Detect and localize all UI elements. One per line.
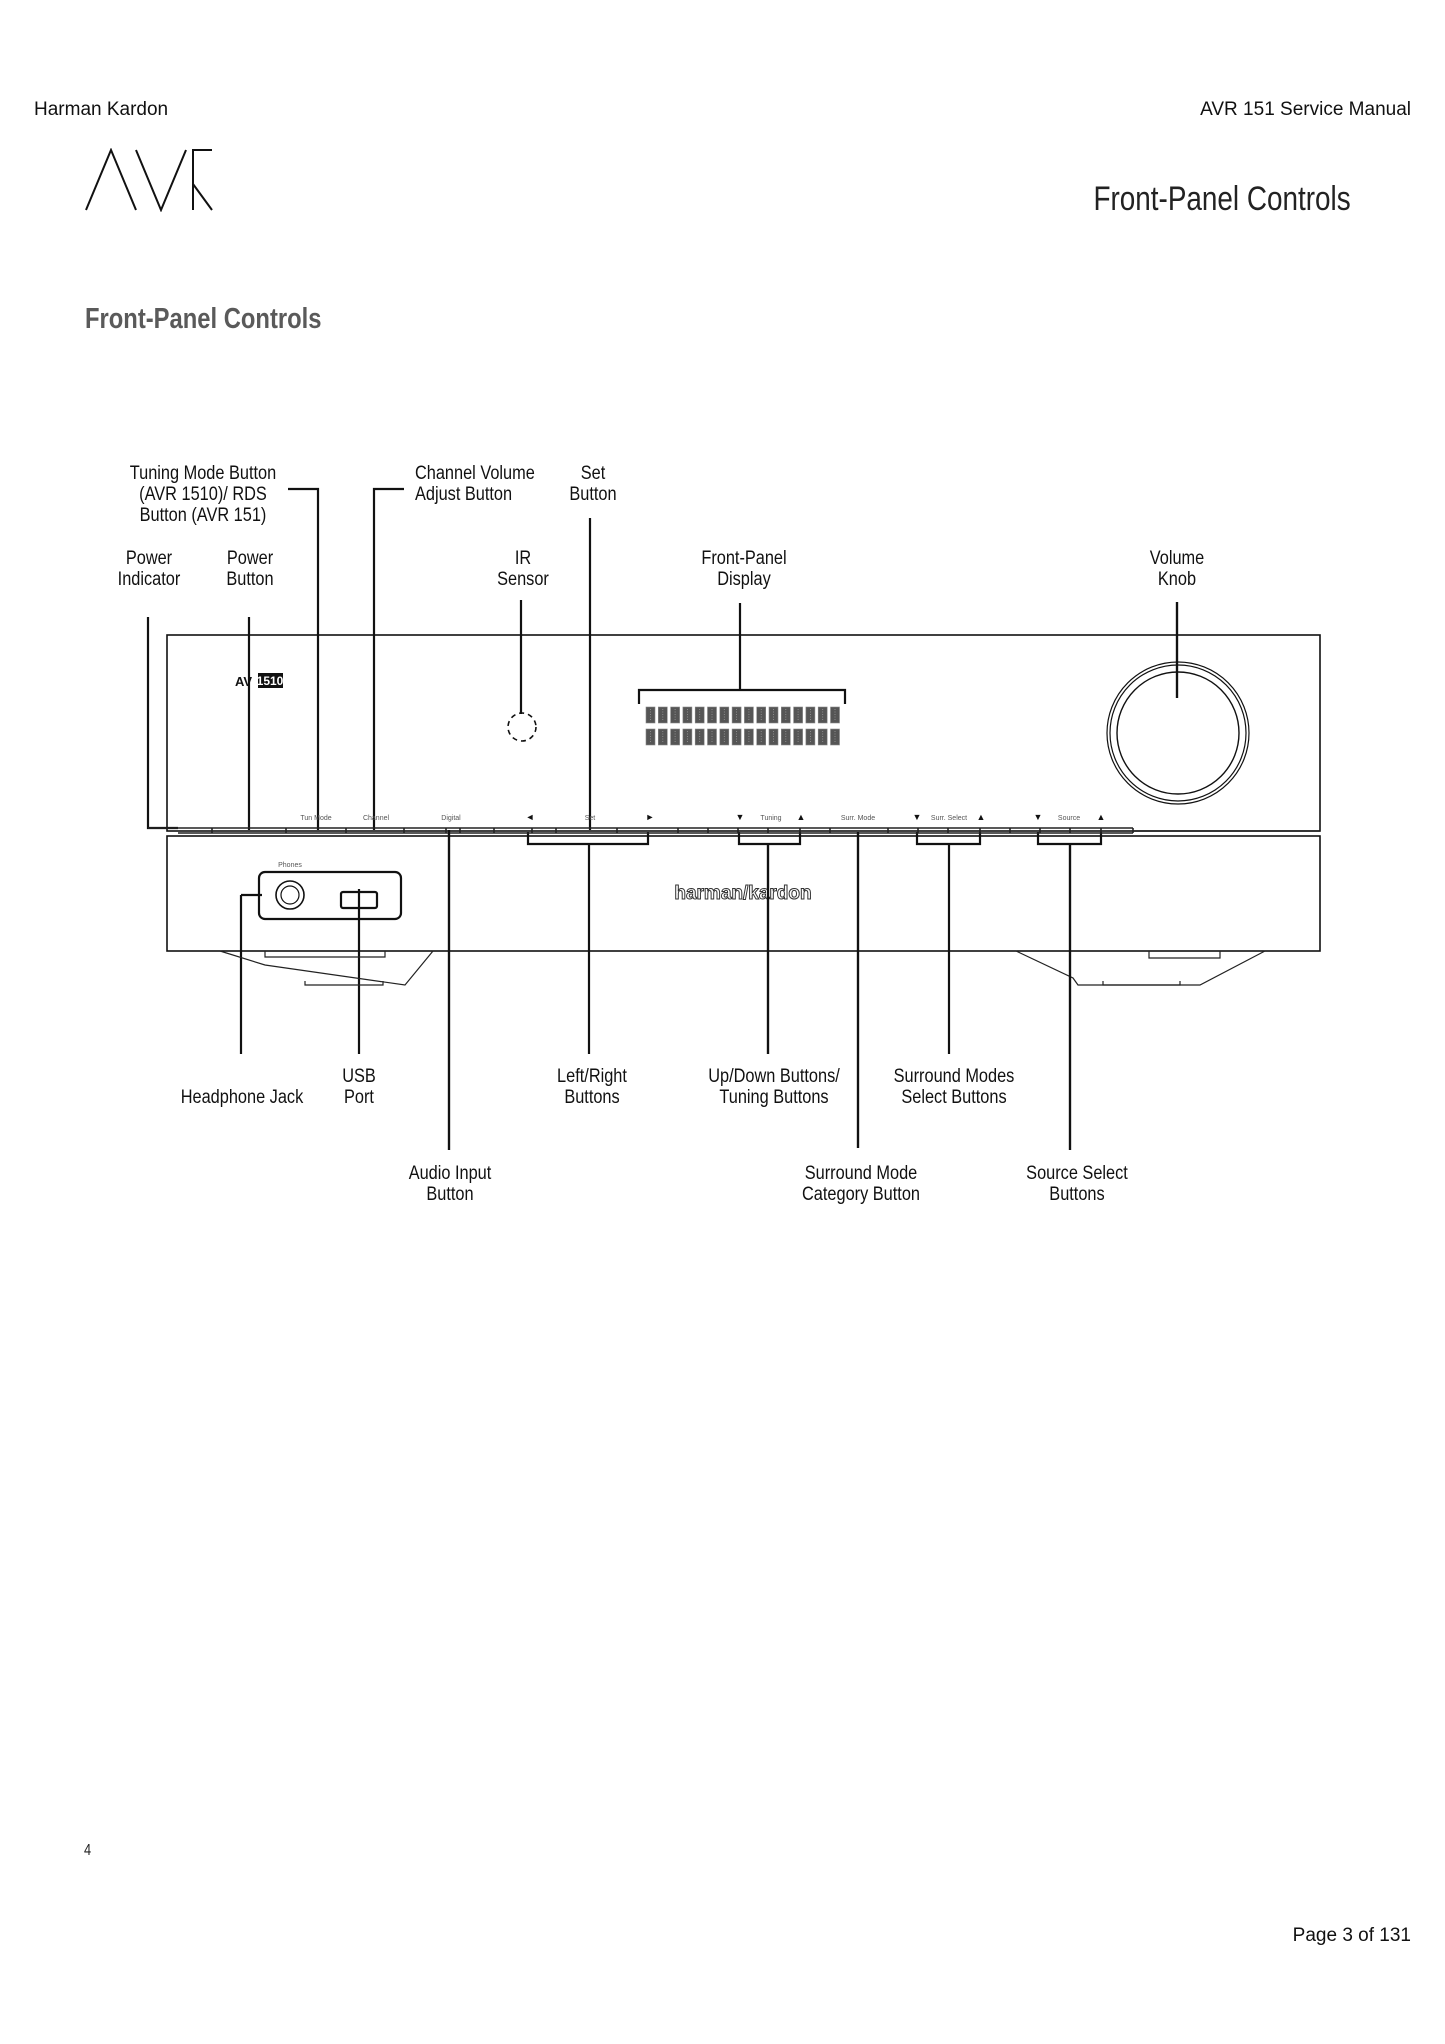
logo-letter-a	[85, 148, 137, 211]
callout-line: Category Button	[802, 1183, 920, 1204]
leader-tuning	[737, 832, 802, 1054]
callout-line: Port	[344, 1086, 374, 1107]
callout-line: Up/Down Buttons/	[708, 1065, 840, 1086]
button-label-source[interactable]: Source	[1058, 815, 1080, 822]
button-label-digital[interactable]: Digital	[441, 815, 461, 822]
callout-line: Headphone Jack	[181, 1086, 304, 1107]
callout-line: Indicator	[118, 568, 181, 589]
callout-line: Adjust Button	[415, 483, 512, 504]
model-badge-prefix: AV	[235, 674, 252, 689]
callout-line: Power	[126, 547, 172, 568]
logo-letter-v	[135, 149, 187, 212]
left-foot-inner	[264, 951, 386, 958]
callout-line: Volume	[1150, 547, 1205, 568]
callout-line: Front-Panel	[701, 547, 786, 568]
button-label-set[interactable]: Set	[585, 815, 596, 822]
header-manual-title: AVR 151 Service Manual	[1200, 99, 1411, 120]
button-label-channel[interactable]: Channel	[363, 815, 390, 822]
button-label-left[interactable]: ◄	[526, 812, 535, 822]
receiver-feet	[219, 950, 1266, 986]
callout-line: Sensor	[497, 568, 549, 589]
page-heading: Front-Panel Controls	[85, 303, 322, 335]
phones-usb-recess	[257, 870, 403, 921]
avr-logo	[85, 148, 213, 212]
button-label-tuning[interactable]: Tuning	[760, 815, 781, 822]
callout-line: Power	[227, 547, 273, 568]
callout-line: Knob	[1158, 568, 1196, 589]
button-label-surr-select-down[interactable]: ▼	[913, 812, 922, 822]
callout-line: Surround Mode	[805, 1162, 918, 1183]
front-panel-display	[645, 706, 840, 746]
page-number: 4	[84, 1842, 92, 1859]
callout-line: Set	[581, 462, 606, 483]
header-brand: Harman Kardon	[34, 99, 169, 120]
button-label-tuning-down[interactable]: ▼	[736, 812, 745, 822]
callout-line: Tuning Mode Button	[130, 462, 276, 483]
phones-label: Phones	[278, 862, 302, 869]
callout-line: USB	[342, 1065, 376, 1086]
callout-line: Select Buttons	[901, 1086, 1006, 1107]
button-label-surr-select[interactable]: Surr. Select	[931, 815, 967, 822]
left-foot-outline	[219, 950, 434, 986]
button-label-tuning-up[interactable]: ▲	[797, 812, 806, 822]
callout-line: Button	[426, 1183, 473, 1204]
page-count: Page 3 of 131	[1292, 1925, 1411, 1946]
section-title: Front-Panel Controls	[1093, 180, 1351, 218]
callout-line: (AVR 1510)/ RDS	[139, 483, 267, 504]
model-badge: 1510	[257, 674, 284, 688]
leader-display	[637, 603, 847, 704]
button-label-source-up[interactable]: ▲	[1097, 812, 1106, 822]
model-badge-bg	[258, 673, 283, 688]
callout-line: Button (AVR 151)	[140, 504, 267, 525]
callout-headphone-jack: Headphone Jack	[181, 1086, 304, 1107]
callout-line: Source Select	[1026, 1162, 1128, 1183]
callout-line: IR	[515, 547, 531, 568]
headphone-jack[interactable]	[275, 880, 305, 910]
callout-line: Buttons	[1049, 1183, 1104, 1204]
leader-power-indicator	[146, 617, 178, 830]
leader-channel	[372, 487, 404, 830]
leader-headphone	[239, 893, 262, 1054]
callout-line: Tuning Buttons	[719, 1086, 828, 1107]
button-strip	[148, 827, 1320, 834]
leader-tuning-mode	[288, 487, 320, 830]
brand-logo: harman/kardon	[674, 883, 811, 904]
callout-line: Surround Modes	[894, 1065, 1015, 1086]
receiver-upper-panel	[166, 634, 1321, 832]
button-label-tun-mode[interactable]: Tun Mode	[300, 815, 331, 822]
callout-line: Left/Right	[557, 1065, 627, 1086]
leader-left-right	[526, 832, 650, 1054]
receiver-lower-panel	[166, 835, 1321, 952]
callout-up-down-tuning-buttons: Up/Down Buttons/Tuning Buttons	[708, 1065, 840, 1107]
logo-letter-r	[192, 149, 213, 211]
button-label-right[interactable]: ►	[646, 812, 655, 822]
callout-line: Channel Volume	[415, 462, 535, 483]
usb-port[interactable]	[339, 890, 379, 910]
callout-line: Button	[569, 483, 616, 504]
button-label-surr-select-up[interactable]: ▲	[977, 812, 986, 822]
callout-line: Audio Input	[409, 1162, 492, 1183]
button-label-source-down[interactable]: ▼	[1034, 812, 1043, 822]
callout-line: Display	[717, 568, 771, 589]
callout-line: Button	[226, 568, 273, 589]
callout-line: Buttons	[564, 1086, 619, 1107]
ir-sensor-window	[507, 712, 537, 742]
button-label-surr-mode[interactable]: Surr. Mode	[841, 815, 875, 822]
leader-surr-select	[915, 832, 982, 1054]
